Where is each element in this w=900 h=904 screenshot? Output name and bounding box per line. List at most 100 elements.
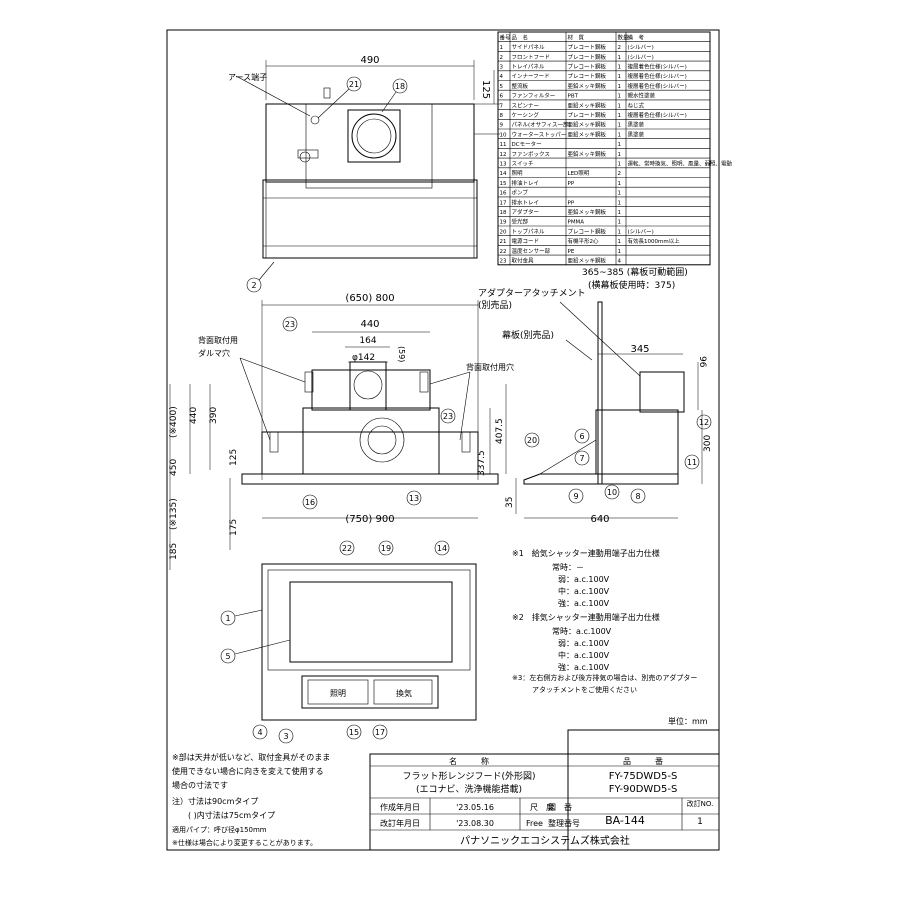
parts-table-cell: 2 bbox=[500, 55, 504, 61]
top-height-label: 125 bbox=[480, 80, 491, 99]
parts-table-cell: サイドパネル bbox=[512, 44, 546, 51]
parts-table-cell: 取付金具 bbox=[512, 257, 535, 265]
callout-4: 4 bbox=[257, 728, 262, 737]
callout-20: 20 bbox=[527, 436, 537, 445]
parts-table-cell: DCモーター bbox=[512, 140, 542, 148]
parts-table-cell: 4 bbox=[500, 74, 504, 80]
parts-table-cell: ケーシング bbox=[512, 111, 540, 119]
callout-11: 11 bbox=[687, 458, 697, 467]
number-header: 品 番 bbox=[623, 756, 663, 766]
callout-17: 17 bbox=[375, 728, 385, 737]
callout-19: 19 bbox=[381, 544, 391, 553]
parts-table-cell: 13 bbox=[500, 162, 507, 168]
callout-18: 18 bbox=[395, 82, 405, 91]
parts-table-cell: プレコート鋼板 bbox=[568, 63, 607, 71]
parts-table-cell: 1 bbox=[618, 113, 622, 119]
rev-number: 1 bbox=[697, 817, 703, 827]
earth-terminal-label: アース端子 bbox=[228, 72, 267, 82]
parts-table-cell: アダプター bbox=[512, 208, 540, 216]
parts-table-cell: 8 bbox=[500, 113, 504, 119]
callout-6: 6 bbox=[579, 432, 584, 441]
note2-l3: 中：a.c.100V bbox=[558, 650, 610, 660]
adapter-label: アダプターアタッチメント bbox=[478, 287, 586, 299]
parts-table-cell: 6 bbox=[500, 94, 504, 100]
parts-table-cell: ウォーターストッパー bbox=[512, 130, 567, 138]
parts-table-cell: ねじ式 bbox=[628, 101, 645, 109]
parts-table-cell: 亜鉛メッキ鋼板 bbox=[568, 208, 607, 216]
parts-table-cell: 1 bbox=[618, 55, 622, 61]
created-label: 作成年月日 bbox=[380, 802, 420, 812]
note3-l1: ※3：左右側方および後方排気の場合は、別売のアダプター bbox=[512, 673, 697, 682]
parts-table-cell: 1 bbox=[618, 239, 622, 245]
callout-14: 14 bbox=[437, 544, 447, 553]
left-note-7: ※仕様は場合により変更することがあります。 bbox=[172, 838, 317, 847]
h300-label: 300 bbox=[703, 435, 713, 452]
callout-15: 15 bbox=[349, 728, 359, 737]
parts-table-cell: 1 bbox=[618, 123, 622, 129]
created-date: '23.05.16 bbox=[456, 803, 494, 812]
parts-table-cell: 1 bbox=[618, 220, 622, 226]
sheet-border bbox=[166, 29, 720, 851]
parts-table-cell: 1 bbox=[618, 84, 622, 90]
parts-table-cell: 整流板 bbox=[512, 82, 529, 90]
parts-table-cell: インナーフード bbox=[512, 73, 550, 80]
h135-label: (※135) bbox=[169, 498, 179, 530]
product-name-1: フラット形レンジフード(外形図) bbox=[402, 770, 535, 782]
h3375-label: 337.5 bbox=[477, 450, 487, 476]
parts-table-cell: 運転、常時換気、照明、風量、弱照、電動 bbox=[628, 160, 733, 168]
parts-table-cell: 16 bbox=[500, 191, 507, 197]
notes: ※1 給気シャッター連動用端子出力仕様 常時：－ 弱：a.c.100V 中：a.… bbox=[512, 548, 708, 726]
scale-value: Free bbox=[526, 819, 543, 828]
parts-table-cell: 有機平形2心 bbox=[568, 237, 599, 245]
parts-table-cell: プレコート鋼板 bbox=[568, 111, 607, 119]
parts-table-cell: 亜鉛メッキ鋼板 bbox=[568, 121, 607, 129]
parts-table-cell: 2 bbox=[618, 171, 622, 177]
callout-13: 13 bbox=[409, 494, 419, 503]
parts-table-cell: 19 bbox=[500, 220, 507, 226]
parts-table-cell: 20 bbox=[500, 229, 507, 235]
parts-table-header: 品 名 bbox=[512, 33, 529, 41]
parts-table-cell: 有効長1000mm以上 bbox=[628, 237, 681, 245]
parts-table-cell: 23 bbox=[500, 259, 507, 265]
title-block: 名 称 品 番 フラット形レンジフード(外形図) (エコナビ、洗浄機能搭載) F… bbox=[369, 729, 720, 851]
parts-table-cell: 12 bbox=[500, 152, 507, 158]
mount-label-2: ダルマ穴 bbox=[198, 348, 230, 358]
h96-label: 96 bbox=[697, 356, 707, 368]
left-note-2: 使用できない場合に向きを変えて使用する bbox=[172, 766, 324, 776]
h4075-label: 407.5 bbox=[495, 418, 505, 444]
callout-3: 3 bbox=[283, 732, 288, 741]
mount-label-1: 背面取付用 bbox=[198, 335, 238, 345]
h35-label: 35 bbox=[505, 497, 515, 508]
revised-date: '23.08.30 bbox=[456, 819, 494, 828]
parts-table-cell: 温度センサー部 bbox=[512, 247, 551, 255]
bottom-view: 照明 換気 22 19 14 1 5 4 3 15 17 bbox=[220, 540, 477, 744]
note1-l1: 常時：－ bbox=[552, 563, 584, 572]
drawing-number: BA-144 bbox=[605, 814, 645, 827]
model-1: FY-75DWD5-S bbox=[609, 771, 678, 782]
parts-table-cell: 排油トレイ bbox=[512, 179, 540, 187]
model-2: FY-90DWD5-S bbox=[609, 784, 678, 795]
front-bottom-width-label: (750) 900 bbox=[345, 514, 394, 525]
note2-l1: 常時：a.c.100V bbox=[552, 627, 612, 636]
parts-table-cell: 1 bbox=[618, 162, 622, 168]
callout-16: 16 bbox=[305, 498, 315, 507]
w640-label: 640 bbox=[590, 514, 609, 525]
callout-12: 12 bbox=[699, 418, 709, 427]
parts-table-cell: 5 bbox=[500, 84, 504, 90]
range-label-2: (横幕板使用時：375) bbox=[588, 279, 675, 291]
range-label: 365~385 (幕板可動範囲) bbox=[582, 266, 688, 278]
callout-21: 21 bbox=[349, 80, 359, 89]
parts-table-cell: 受光部 bbox=[512, 218, 529, 226]
parts-table-cell: 照明 bbox=[512, 170, 524, 177]
parts-table-cell: 黒塗装 bbox=[628, 121, 645, 129]
parts-table-cell: プレコート鋼板 bbox=[568, 72, 607, 80]
parts-table-cell: 2 bbox=[618, 45, 622, 51]
parts-table-cell: 黒塗装 bbox=[628, 130, 645, 138]
parts-table-cell: 1 bbox=[618, 94, 622, 100]
parts-table-cell: PP bbox=[568, 200, 575, 206]
parts-table-header: 数量 bbox=[618, 33, 630, 41]
depth-59-label: (59) bbox=[397, 346, 406, 362]
callout-23b: 23 bbox=[443, 412, 453, 421]
